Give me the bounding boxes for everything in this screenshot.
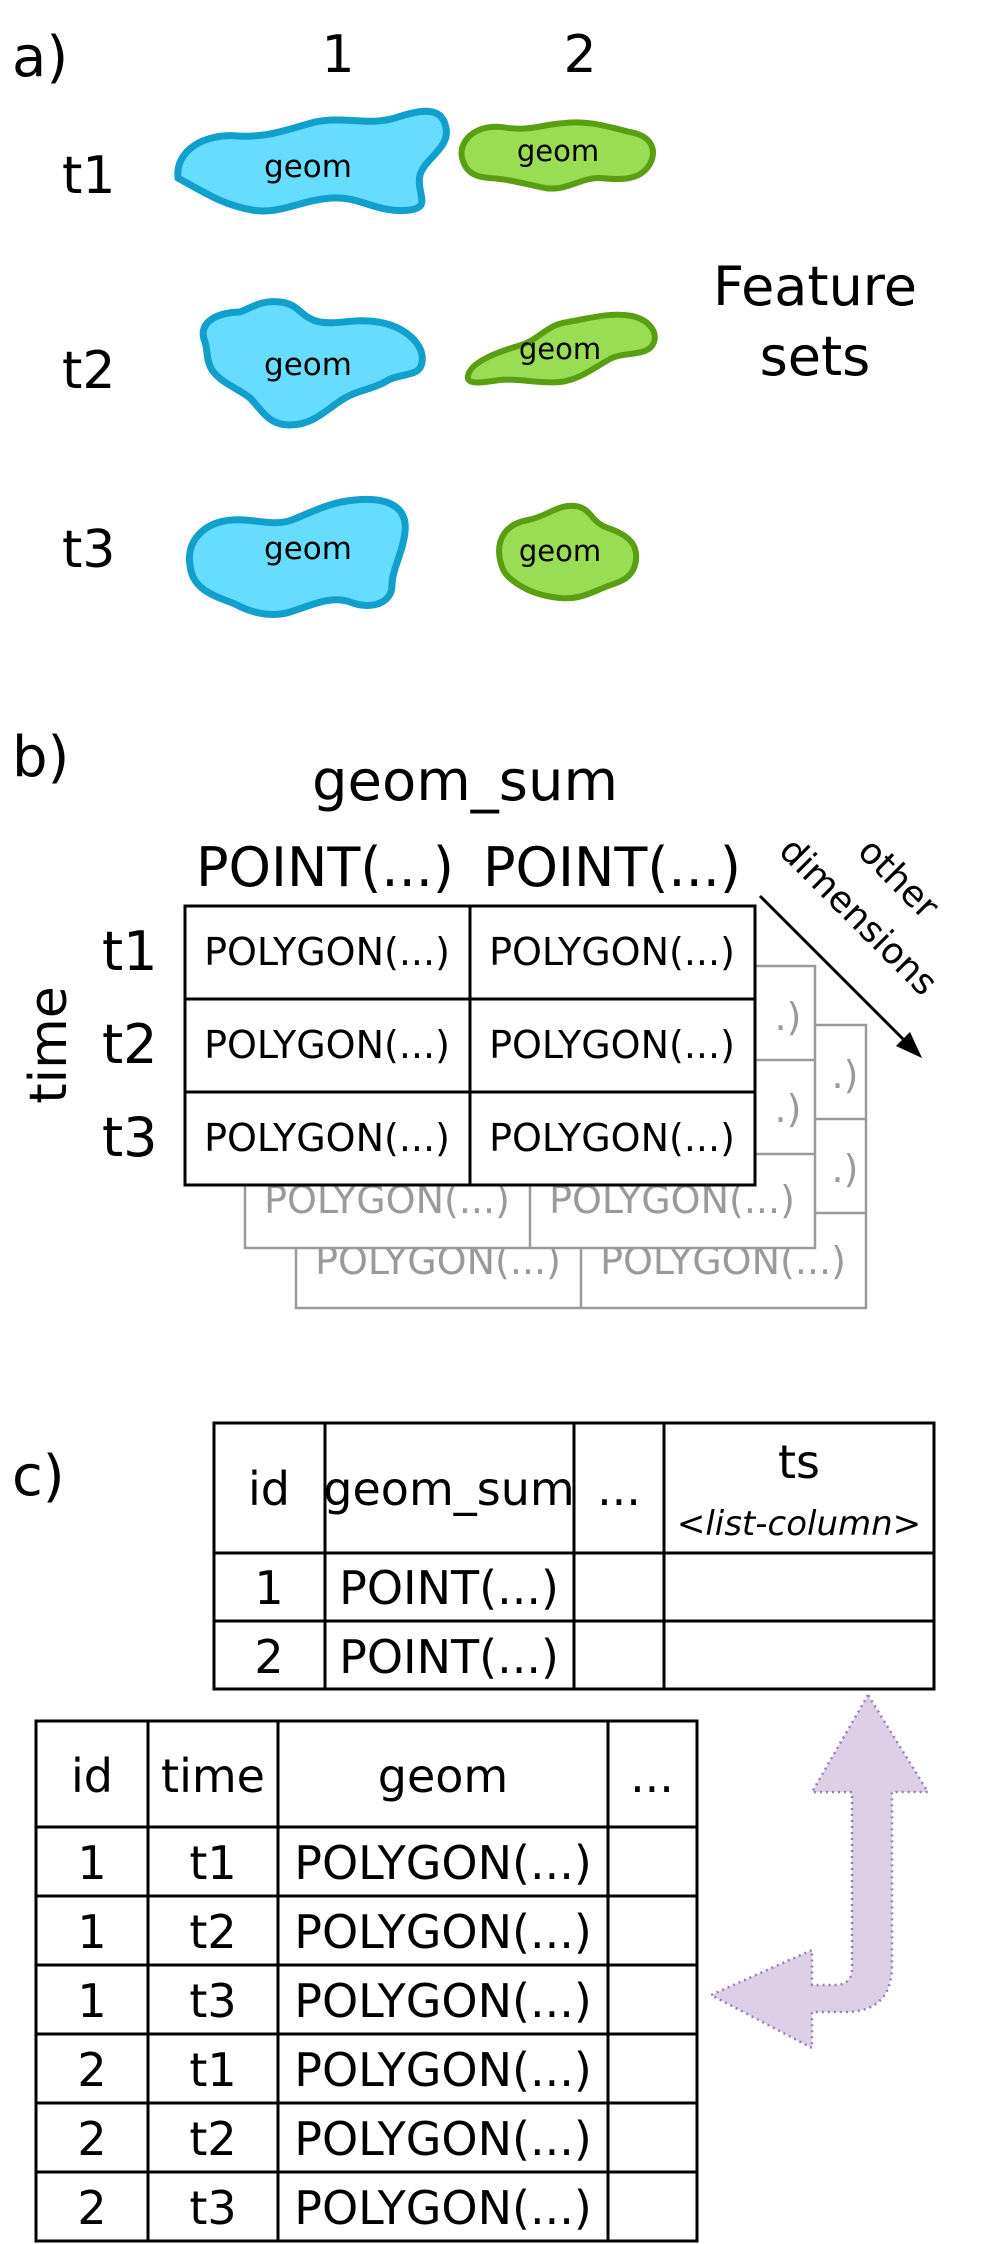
- panel-a-label: a): [12, 25, 68, 90]
- cell-id: 2: [77, 2043, 106, 2097]
- column-header-1: 1: [321, 25, 354, 85]
- back-cell-fragment: .): [832, 1147, 859, 1191]
- cell-id: 2: [77, 2181, 106, 2235]
- row-label-t2: t2: [62, 341, 115, 401]
- header-id: id: [248, 1462, 290, 1516]
- geom-label: geom: [264, 347, 352, 383]
- cell-polygon: POLYGON(...): [204, 1116, 450, 1160]
- blob-shape: [199, 298, 426, 429]
- feature-sets-caption-line1: Feature: [713, 255, 917, 318]
- arrow-shape: [708, 1692, 931, 2051]
- blob-shape: [464, 311, 658, 386]
- cell-geom: POLYGON(...): [294, 1836, 592, 1890]
- back-cell-fragment: .): [775, 995, 802, 1039]
- header-ellipsis: ...: [630, 1749, 674, 1803]
- cell-geom: POLYGON(...): [294, 2181, 592, 2235]
- header-geom: geom: [378, 1749, 508, 1803]
- back-cell-fragment: .): [832, 1053, 859, 1097]
- cell-time: t2: [189, 1905, 236, 1959]
- cell-id: 1: [77, 1905, 106, 1959]
- feature-t3-1: geom: [186, 495, 409, 618]
- summary-table: id geom_sum ... ts <list-column> 1 POINT…: [212, 1421, 936, 1691]
- point-header-2: POINT(...): [483, 836, 741, 899]
- geom-label: geom: [517, 134, 599, 168]
- time-axis-label: time: [19, 986, 79, 1103]
- header-ts: ts: [778, 1435, 820, 1489]
- point-header-1: POINT(...): [196, 836, 454, 899]
- row-label-t3: t3: [62, 520, 115, 580]
- cell-geom: POLYGON(...): [294, 2112, 592, 2166]
- cell-time: t3: [189, 2181, 236, 2235]
- feature-sets-caption-line2: sets: [760, 325, 871, 388]
- nest-unnest-arrow: [708, 1692, 931, 2051]
- cell-id: 2: [254, 1630, 283, 1684]
- feature-t1-1: geom: [174, 107, 450, 215]
- cell-polygon: POLYGON(...): [204, 1023, 450, 1067]
- feature-t2-2: geom: [464, 311, 658, 386]
- blob-shape: [496, 502, 640, 602]
- arrow-head: [896, 1032, 922, 1058]
- panel-b: b) geom_sum POINT(...) POINT(...) time P…: [12, 725, 947, 1310]
- panel-b-label: b): [12, 725, 69, 790]
- row-label-t2: t2: [102, 1013, 158, 1076]
- feature-t2-1: geom: [199, 298, 426, 429]
- panel-a: a) 1 2 t1 t2 t3 Feature sets geom geom g…: [12, 25, 917, 618]
- cell-geom-sum: POINT(...): [339, 1630, 559, 1684]
- cell-time: t1: [189, 1836, 236, 1890]
- blob-shape: [174, 107, 450, 215]
- cell-geom: POLYGON(...): [294, 1905, 592, 1959]
- feature-t3-2: geom: [496, 502, 640, 602]
- cell-id: 1: [77, 1974, 106, 2028]
- cell-id: 1: [254, 1561, 283, 1615]
- cell-id: 2: [77, 2112, 106, 2166]
- geom-label: geom: [264, 531, 352, 567]
- header-time: time: [161, 1749, 265, 1803]
- cell-time: t2: [189, 2112, 236, 2166]
- geom-label: geom: [264, 149, 352, 185]
- row-label-t1: t1: [102, 920, 158, 983]
- row-label-t1: t1: [62, 146, 115, 206]
- panel-c-label: c): [12, 1444, 65, 1509]
- geom-label: geom: [519, 534, 601, 568]
- feature-t1-2: geom: [458, 119, 656, 192]
- header-geom-sum: geom_sum: [323, 1462, 574, 1516]
- cell-time: t1: [189, 2043, 236, 2097]
- cell-id: 1: [77, 1836, 106, 1890]
- arrow-shaft: [758, 894, 906, 1042]
- blob-shape: [458, 119, 656, 192]
- cell-geom: POLYGON(...): [294, 2043, 592, 2097]
- header-ts-subheader: <list-column>: [677, 1504, 921, 1544]
- blob-shape: [186, 495, 409, 618]
- back-cell-fragment: .): [775, 1087, 802, 1131]
- geom-sum-title: geom_sum: [312, 749, 618, 814]
- cell-geom: POLYGON(...): [294, 1974, 592, 2028]
- cell-time: t3: [189, 1974, 236, 2028]
- header-id: id: [71, 1749, 113, 1803]
- table-outline: [34, 1719, 699, 2243]
- cell-polygon: POLYGON(...): [489, 1116, 735, 1160]
- column-header-2: 2: [563, 25, 596, 85]
- row-label-t3: t3: [102, 1106, 158, 1169]
- geom-label: geom: [519, 332, 601, 366]
- cell-polygon: POLYGON(...): [204, 930, 450, 974]
- header-ellipsis: ...: [597, 1462, 641, 1516]
- long-table: id time geom ... 1 t1 POLYGON(...) 1 t2 …: [34, 1719, 699, 2243]
- cell-geom-sum: POINT(...): [339, 1561, 559, 1615]
- front-grid: t1 t2 t3 POLYGON(...) POLYGON(...) POLYG…: [102, 904, 757, 1187]
- panel-c: c) id geom_sum ... ts <list-column> 1 PO…: [12, 1421, 936, 2243]
- cell-polygon: POLYGON(...): [489, 1023, 735, 1067]
- cell-polygon: POLYGON(...): [489, 930, 735, 974]
